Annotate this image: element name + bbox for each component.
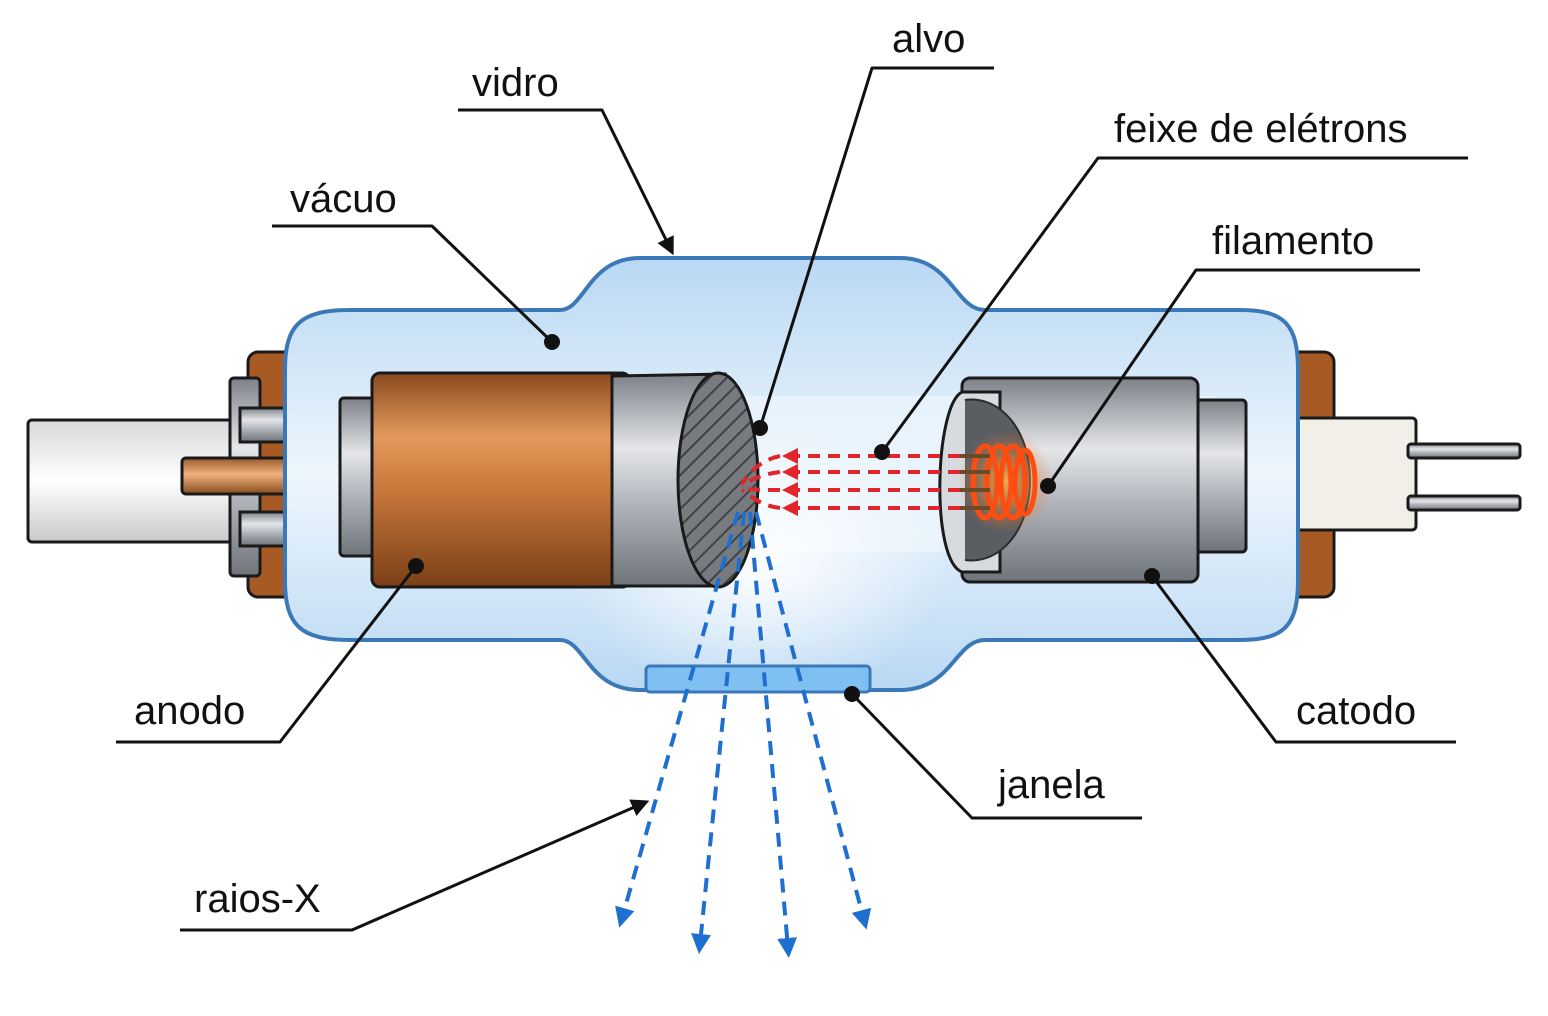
window <box>644 664 872 694</box>
anode <box>338 371 760 589</box>
leader-feixe <box>874 156 1468 460</box>
leader-anodo <box>116 558 424 744</box>
label-filamento: filamento <box>1212 219 1374 263</box>
label-catodo: catodo <box>1296 689 1416 733</box>
leader-janela <box>844 686 1142 820</box>
cathode <box>938 376 1248 584</box>
leader-catodo <box>1144 568 1456 744</box>
label-vidro: vidro <box>472 61 559 105</box>
filament <box>970 443 1038 521</box>
label-feixe-de-eletrons: feixe de elétrons <box>1114 107 1408 151</box>
leader-alvo <box>752 66 994 436</box>
x-rays <box>615 511 872 958</box>
label-vacuo: vácuo <box>290 177 397 221</box>
leader-vidro <box>458 108 674 256</box>
label-anodo: anodo <box>134 689 245 733</box>
leader-vacuo <box>272 224 560 350</box>
label-alvo: alvo <box>892 17 965 61</box>
electron-beam <box>740 448 960 516</box>
leader-raios-x <box>180 799 650 932</box>
label-janela: janela <box>997 763 1106 807</box>
label-raios-x: raios-X <box>194 877 321 921</box>
leader-filamento <box>1040 268 1420 494</box>
